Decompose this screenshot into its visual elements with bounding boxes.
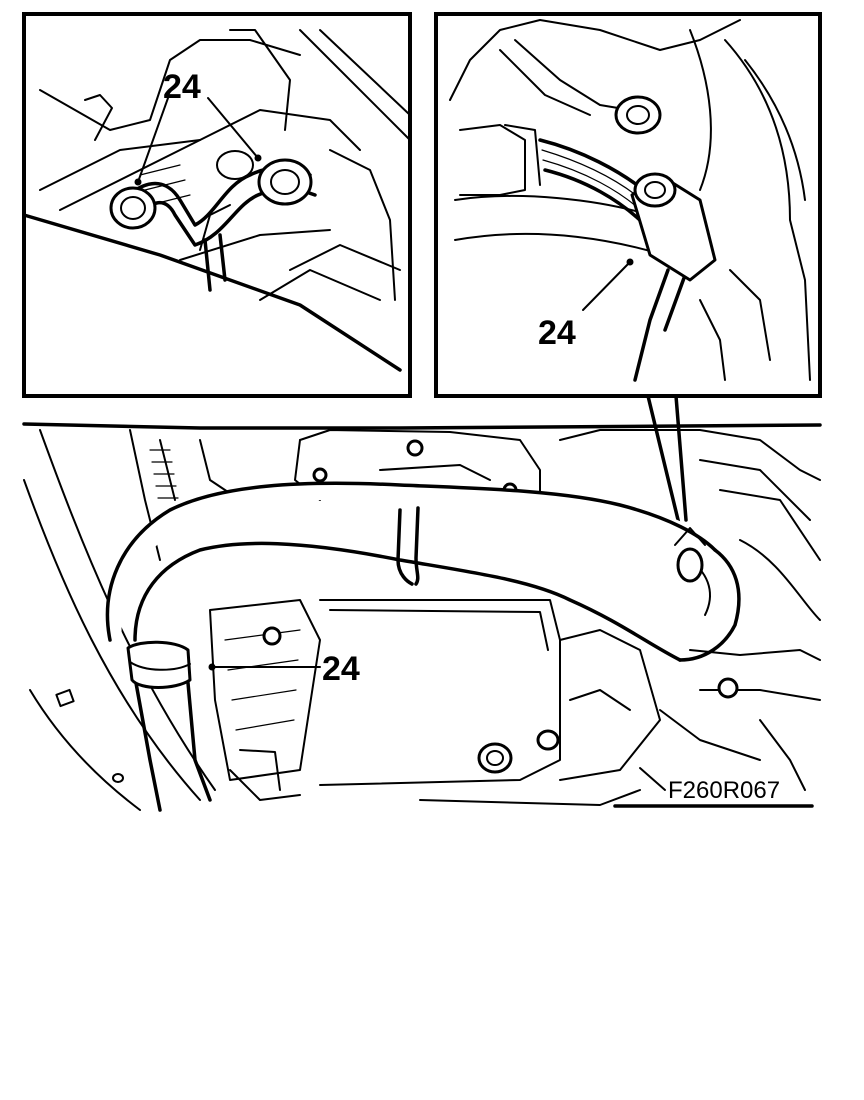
callout-label-main: 24 bbox=[322, 650, 360, 688]
detail-inset-left: 24 bbox=[22, 12, 412, 398]
callout-label-right: 24 bbox=[538, 314, 576, 352]
callout-label-left: 24 bbox=[163, 68, 201, 106]
inset-pointer-line-2 bbox=[674, 394, 688, 522]
figure-code: F260R067 bbox=[668, 777, 780, 804]
detail-inset-right: 24 bbox=[434, 12, 822, 398]
inset-pointer-line bbox=[646, 394, 682, 530]
main-view: 24 F260R067 bbox=[22, 422, 822, 812]
